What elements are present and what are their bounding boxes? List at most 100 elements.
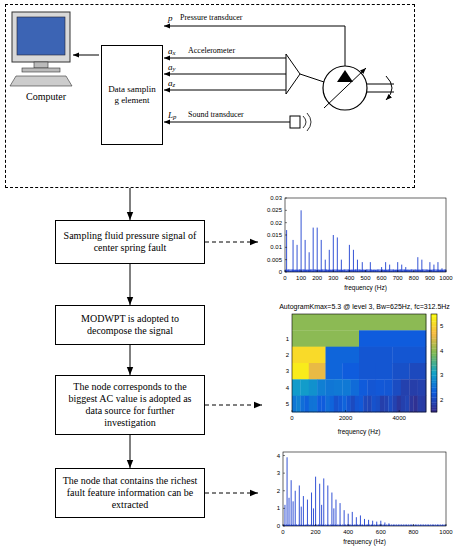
tick-label: 200 — [312, 275, 322, 281]
tick-label: 300 — [328, 275, 338, 281]
spectrum-stem — [389, 265, 390, 272]
process-box: The node that contains the richest fault… — [55, 468, 205, 518]
spectrum-stem — [386, 270, 387, 272]
tick-label: 2 — [440, 397, 443, 403]
spectrum-stem — [405, 267, 406, 272]
autogram-cell — [359, 379, 368, 396]
sensor-label: Pressure transducer — [180, 14, 242, 22]
spectrum-stem — [387, 269, 388, 272]
spectrum-stem — [417, 257, 418, 272]
autogram-cell — [355, 396, 359, 413]
axis-title: frequency (Hz) — [344, 285, 387, 292]
spectrum-stem — [367, 269, 368, 272]
colorbar-segment — [431, 380, 437, 383]
spectrum-stem — [299, 485, 300, 526]
tick-label: 0.005 — [267, 257, 282, 263]
spectrum-stem — [299, 269, 300, 272]
spectrum-stem — [348, 269, 349, 272]
spectrum-stem — [374, 270, 375, 272]
autogram-cell — [367, 396, 371, 413]
tick-label: 4 — [286, 385, 289, 391]
spectrum-stem — [291, 269, 292, 272]
spectrum-stem — [327, 269, 328, 272]
spectrum-stem — [359, 269, 360, 272]
spectrum-stem — [388, 523, 389, 526]
autogram-cell — [397, 396, 401, 413]
colorbar-segment — [431, 358, 437, 361]
spectrum-stem — [360, 269, 361, 272]
flow-arrow — [130, 188, 131, 220]
colorbar-segment — [431, 370, 437, 373]
tick-mark — [285, 222, 287, 223]
colorbar-segment — [431, 402, 437, 405]
monitor-frame — [12, 12, 70, 62]
spectrum-stem — [320, 270, 321, 272]
sound-transducer-symbol — [290, 116, 300, 128]
tick-label: 2 — [286, 352, 289, 358]
spectrum-stem — [341, 260, 342, 272]
autogram-cell — [351, 379, 360, 396]
autogram-cell — [338, 396, 342, 413]
spectrum-stem — [296, 270, 297, 272]
pump-symbol — [323, 66, 394, 110]
colorbar-segment — [431, 314, 437, 317]
tick-label: 4 — [277, 453, 280, 459]
spectrum-stem — [303, 269, 304, 272]
spectrum-stem — [357, 260, 358, 272]
colorbar-segment — [431, 363, 437, 366]
tick-label: 0 — [290, 415, 293, 421]
spectrum-stem — [286, 230, 287, 272]
spectrum-stem — [352, 512, 353, 526]
autogram-cell — [300, 379, 309, 396]
colorbar-segment — [431, 341, 437, 344]
dashed-arrow — [205, 405, 262, 406]
colorbar-segment — [431, 331, 437, 334]
pump-casing — [323, 66, 367, 110]
tick-mark — [283, 508, 285, 509]
autogram-cell — [296, 396, 300, 413]
tick-mark — [349, 270, 350, 272]
spectrum-stem — [337, 237, 338, 272]
spectrum-stem — [375, 270, 376, 272]
tick-label: 5 — [440, 323, 443, 329]
spectrum-stem — [349, 245, 350, 272]
tick-label: 0 — [281, 529, 284, 535]
autogram-cell — [409, 379, 418, 396]
process-box: Sampling fluid pressure signal of center… — [55, 220, 205, 264]
spectrum-stem — [423, 269, 424, 272]
tick-mark — [413, 270, 414, 272]
spectrum-stem — [330, 270, 331, 272]
spectrum-stem — [356, 517, 357, 526]
spectrum-stem — [315, 477, 316, 526]
autogram-cell — [326, 379, 335, 396]
sensor-label: Accelerometer — [188, 47, 235, 55]
spectrum-stem — [433, 265, 434, 272]
spectrum-stem — [383, 270, 384, 272]
autogram-cell — [393, 396, 397, 413]
autogram-cell — [292, 330, 359, 347]
autogram-cell — [367, 379, 376, 396]
monitor-base — [22, 68, 60, 72]
spectrum-stem — [436, 269, 437, 272]
spectrum-stem — [325, 260, 326, 272]
autogram-cell — [376, 396, 380, 413]
spectrum-stem — [313, 228, 314, 272]
spectrum-stem — [331, 493, 332, 526]
spectrum-stem — [340, 503, 341, 526]
autogram-cell — [393, 347, 427, 364]
plot-frame — [283, 452, 446, 526]
spectrum-stem — [379, 269, 380, 272]
spectrum-stem — [323, 269, 324, 272]
spectrum-stem — [396, 270, 397, 272]
spectrum-stem — [439, 270, 440, 272]
spectrum-stem — [338, 269, 339, 272]
spectrum-stem — [380, 521, 381, 526]
autogram-cell — [321, 396, 325, 413]
tick-mark — [285, 272, 287, 273]
mount-line — [300, 74, 324, 82]
spectrum-stem — [355, 269, 356, 272]
spectrum-stem — [407, 270, 408, 272]
spectrum-stem — [352, 270, 353, 272]
colorbar-segment — [431, 348, 437, 351]
